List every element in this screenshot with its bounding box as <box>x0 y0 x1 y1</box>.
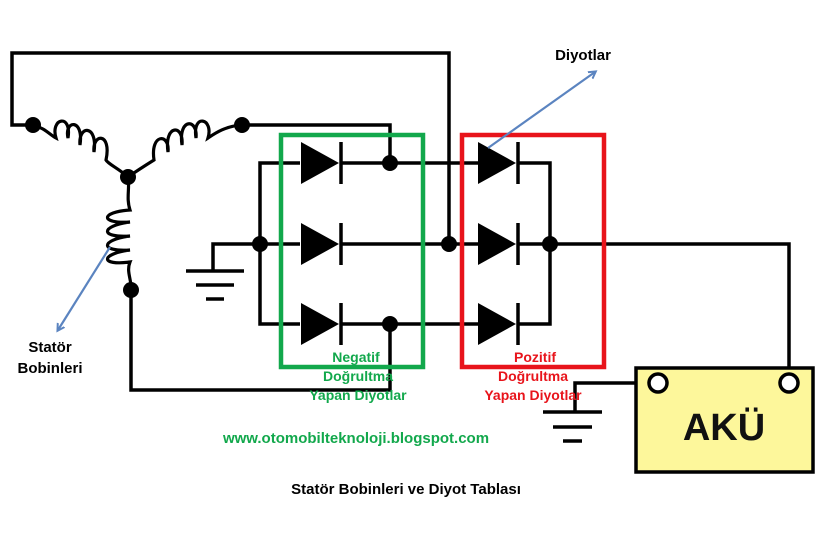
website-link[interactable]: www.otomobilteknoloji.blogspot.com <box>222 430 489 447</box>
coil-right <box>127 119 243 179</box>
node-top-row <box>382 155 398 171</box>
diodes-label: Diyotlar <box>555 47 611 64</box>
coil-bottom <box>106 176 133 291</box>
stator-label-line1: Statör <box>28 339 72 356</box>
negative-diode-1-icon <box>301 142 339 184</box>
node-coil-left <box>25 117 41 133</box>
positive-diode-2-icon <box>478 223 516 265</box>
positive-diode-3-icon <box>478 303 516 345</box>
battery-positive-terminal <box>778 372 800 394</box>
positive-diodes-frame <box>459 132 607 370</box>
stator-coils <box>32 119 243 291</box>
wires <box>10 51 791 412</box>
battery-label: AKÜ <box>683 406 765 449</box>
wire-battery-positive <box>550 242 791 372</box>
node-left-bus <box>252 236 268 252</box>
node-mid-row <box>441 236 457 252</box>
positive-label-line1: Pozitif <box>514 349 556 365</box>
ground-symbol-left <box>186 269 244 301</box>
positive-label-line2: Doğrultma <box>498 368 568 384</box>
wire-bottom-coil <box>129 290 392 392</box>
junction-nodes <box>25 117 558 332</box>
negative-label-line3: Yapan Diyotlar <box>309 387 407 403</box>
ground-symbol-right <box>543 410 602 443</box>
battery-negative-terminal <box>647 372 669 394</box>
battery: AKÜ <box>634 366 815 474</box>
wire-top-loop <box>10 51 451 244</box>
stator-arrow <box>58 246 111 330</box>
negative-label-line2: Doğrultma <box>323 368 393 384</box>
diodes-arrow <box>487 72 595 149</box>
node-right-bus <box>542 236 558 252</box>
node-coil-right <box>234 117 250 133</box>
node-coil-bottom <box>123 282 139 298</box>
node-bot-row <box>382 316 398 332</box>
wire-battery-negative <box>573 381 650 412</box>
positive-label-line3: Yapan Diyotlar <box>484 387 582 403</box>
negative-label-line1: Negatif <box>332 349 380 365</box>
negative-diode-2-icon <box>301 223 339 265</box>
diagram-caption: Statör Bobinleri ve Diyot Tablası <box>291 481 521 498</box>
coil-left <box>32 119 130 179</box>
stator-label-line2: Bobinleri <box>17 360 82 377</box>
node-star-center <box>120 169 136 185</box>
negative-diodes-frame <box>278 132 426 370</box>
diodes <box>301 142 520 345</box>
wire-ground-left <box>211 242 260 271</box>
wire-right-coil <box>242 123 392 163</box>
positive-diode-1-icon <box>478 142 516 184</box>
negative-diode-3-icon <box>301 303 339 345</box>
